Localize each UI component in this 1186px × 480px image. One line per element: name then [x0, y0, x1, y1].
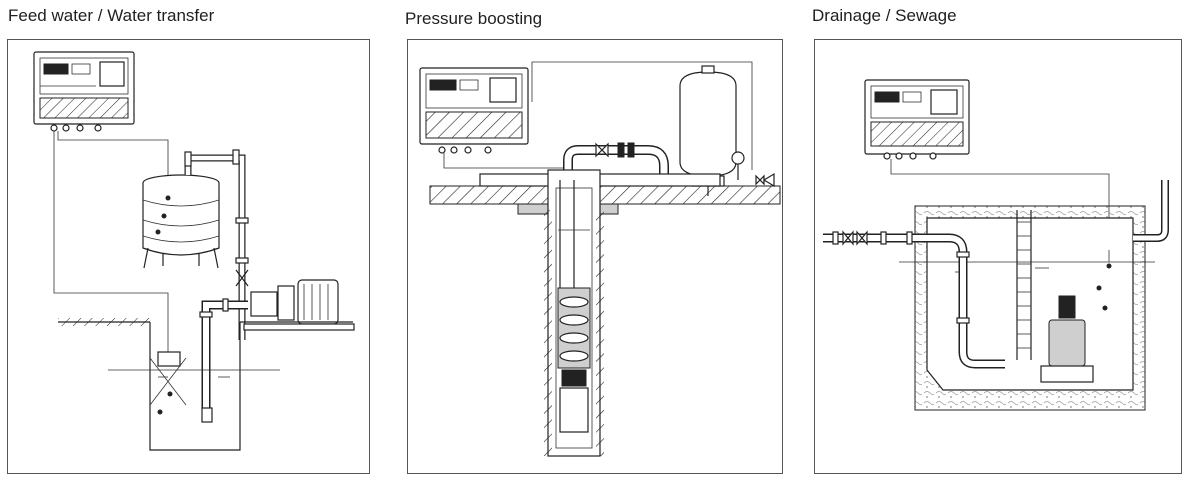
panel-pressure-boosting — [407, 39, 783, 474]
title-feed-water: Feed water / Water transfer — [8, 6, 215, 25]
ladder — [1016, 210, 1032, 360]
panel-feed-water — [7, 39, 370, 474]
centrifugal-pump — [243, 279, 355, 331]
feed-water-diagram — [33, 51, 355, 451]
title-drainage: Drainage / Sewage — [812, 6, 957, 25]
control-panel — [419, 67, 529, 154]
sewage-pump — [1040, 295, 1094, 383]
title-pressure-boosting: Pressure boosting — [405, 9, 543, 28]
control-panel — [33, 51, 135, 132]
drainage-diagram — [823, 79, 1169, 411]
panel-drainage — [814, 39, 1182, 474]
borehole — [544, 169, 604, 457]
well-pit — [58, 318, 353, 451]
water-tank — [142, 174, 220, 269]
ground-slab — [429, 173, 781, 215]
pressure-boosting-diagram — [419, 61, 781, 457]
control-panel — [864, 79, 970, 160]
